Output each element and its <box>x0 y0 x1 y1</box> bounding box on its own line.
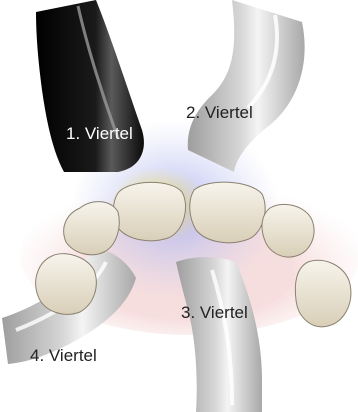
quadrant-2-label: 2. Viertel <box>186 103 253 123</box>
handpiece-quadrant-2 <box>188 0 305 172</box>
handpiece-quadrant-1 <box>36 0 144 172</box>
tooth <box>295 260 351 327</box>
tooth <box>114 182 186 240</box>
quadrant-4-label: 4. Viertel <box>30 346 97 366</box>
tooth <box>262 204 314 257</box>
tooth <box>36 254 97 315</box>
tooth <box>190 182 265 243</box>
quadrant-1-label: 1. Viertel <box>66 124 133 144</box>
quadrant-3-label: 3. Viertel <box>181 303 248 323</box>
